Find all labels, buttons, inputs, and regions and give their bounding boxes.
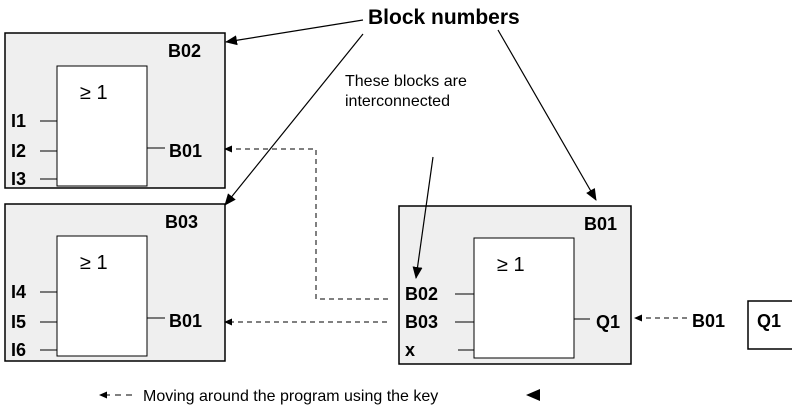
block-b01-input-3: x xyxy=(405,340,415,360)
note-line-1: These blocks are xyxy=(345,73,467,90)
block-b03: B03 ≥ 1 I4 I5 I6 B01 xyxy=(4,203,226,362)
block-b01-output: Q1 xyxy=(596,312,620,332)
block-b03-input-2: I5 xyxy=(11,312,26,332)
left-arrow-key-icon xyxy=(526,389,540,401)
block-b02: B02 ≥ 1 I1 I2 I3 B01 xyxy=(4,32,226,189)
block-b01-input-1: B02 xyxy=(405,284,438,304)
block-b03-or-symbol: ≥ 1 xyxy=(80,252,108,274)
dashed-link-b02 xyxy=(224,145,388,300)
block-b01-id: B01 xyxy=(584,214,617,234)
block-b02-id: B02 xyxy=(168,41,201,61)
block-b01-input-2: B03 xyxy=(405,312,438,332)
block-b01-or-gate xyxy=(473,237,575,359)
note-line-2: interconnected xyxy=(345,93,450,110)
block-b02-or-gate xyxy=(56,65,148,187)
arrow-heading-to-b02 xyxy=(225,19,364,46)
output-q1-box xyxy=(747,300,792,350)
block-b02-input-3: I3 xyxy=(11,169,26,189)
block-b03-input-1: I4 xyxy=(11,282,26,302)
block-b01: B01 ≥ 1 B02 B03 x Q1 xyxy=(398,205,632,365)
block-b02-or-symbol: ≥ 1 xyxy=(80,82,108,104)
block-b03-id: B03 xyxy=(165,212,198,232)
heading-block-numbers: Block numbers xyxy=(368,6,520,29)
arrow-heading-to-b03 xyxy=(224,33,364,206)
arrow-note-to-b02-input xyxy=(412,156,434,279)
arrow-heading-to-b01 xyxy=(497,29,597,201)
block-b03-output: B01 xyxy=(169,311,202,331)
block-b02-output: B01 xyxy=(169,141,202,161)
block-b02-input-1: I1 xyxy=(11,111,26,131)
block-b02-input-2: I2 xyxy=(11,141,26,161)
block-b03-input-3: I6 xyxy=(11,340,26,360)
block-b03-or-gate xyxy=(56,235,148,357)
output-ref-source: B01 xyxy=(692,311,725,331)
output-ref-target: Q1 xyxy=(757,311,781,331)
caption-text: Moving around the program using the key xyxy=(143,388,438,405)
block-b01-or-symbol: ≥ 1 xyxy=(497,254,525,276)
